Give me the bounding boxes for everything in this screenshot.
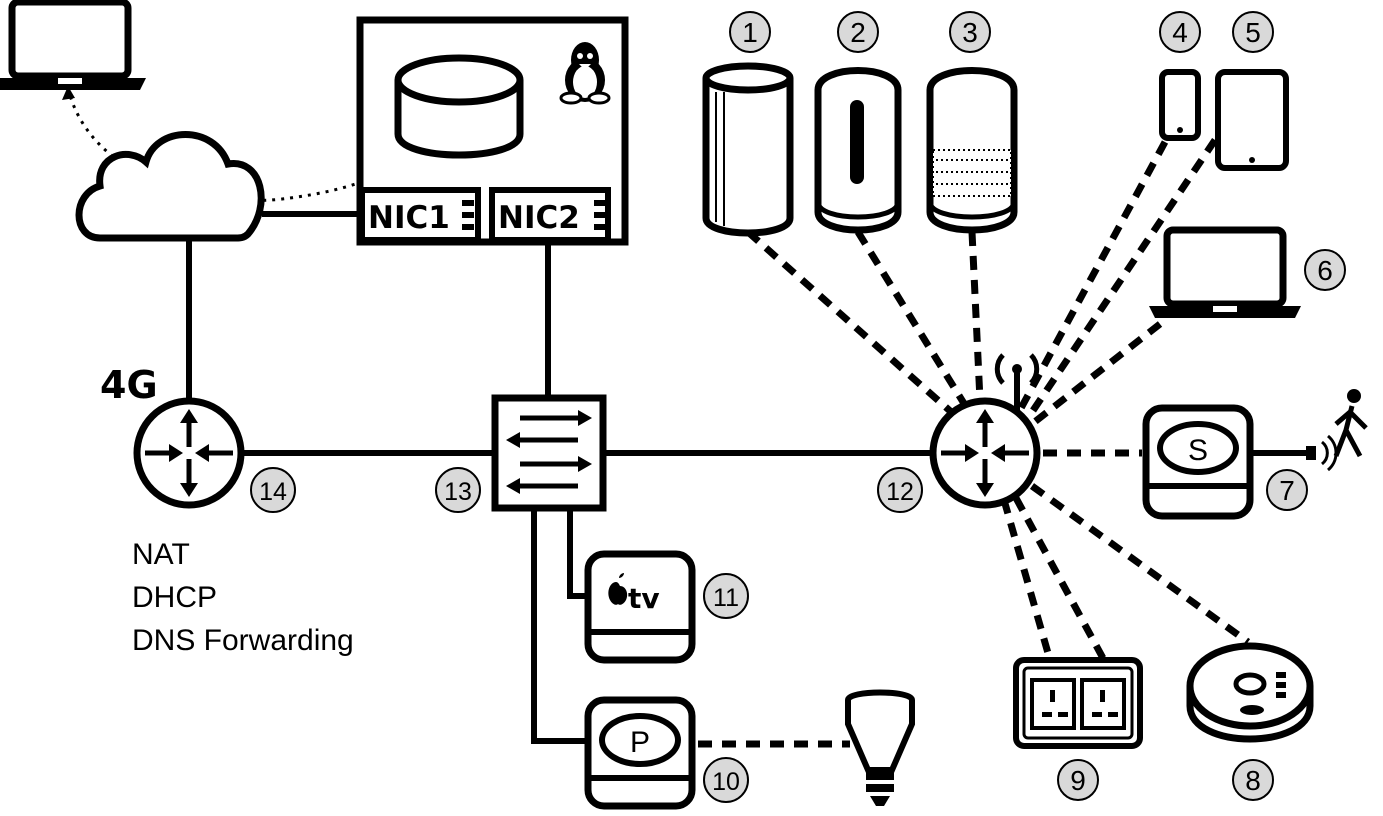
- smartphone-icon: [1159, 69, 1201, 141]
- apple-tv-icon: [584, 550, 696, 664]
- light-bulb-icon: [845, 689, 915, 806]
- marker-11: 11: [703, 573, 749, 619]
- marker-3: 3: [949, 11, 991, 53]
- svg-text:9: 9: [1070, 765, 1086, 796]
- marker-1: 1: [729, 11, 771, 53]
- remote-arrow-head: [62, 86, 75, 100]
- p-bridge-icon: [584, 696, 696, 810]
- tablet-icon: [1215, 69, 1289, 171]
- svg-text:6: 6: [1317, 255, 1333, 286]
- link-phone-4: [1016, 140, 1169, 412]
- svg-text:4: 4: [1172, 17, 1188, 48]
- nic1-label: NIC1: [368, 200, 450, 236]
- laptop-6-icon: [1149, 230, 1301, 318]
- router-4g-label: 4G: [100, 363, 158, 407]
- speaker-2-icon: [814, 67, 902, 234]
- linux-server: NIC1 NIC2: [356, 16, 629, 246]
- link-speaker-3: [968, 231, 984, 401]
- remote-laptop-icon: [0, 2, 146, 90]
- switch-icon: [491, 394, 607, 512]
- nic1-port: [359, 187, 481, 243]
- markers: 1 2 3 4 5 6 7 8 9 10 11 12 13 14: [250, 11, 1346, 803]
- svg-text:1: 1: [742, 17, 758, 48]
- wireless-router-icon: [933, 353, 1037, 505]
- robot-vacuum-icon: [1186, 642, 1314, 743]
- link-socket-9a: [1000, 499, 1054, 661]
- database-icon: [394, 54, 524, 159]
- smart-socket-icon: [1013, 657, 1143, 749]
- s-hub-icon: [1142, 404, 1254, 520]
- svg-text:14: 14: [259, 478, 287, 506]
- marker-14: 14: [250, 467, 296, 513]
- cloud-icon: [75, 131, 265, 242]
- marker-13: 13: [435, 467, 481, 513]
- service-nat: NAT: [132, 538, 190, 571]
- svg-text:8: 8: [1245, 765, 1261, 796]
- svg-text:12: 12: [886, 478, 914, 506]
- link-robot-8: [1029, 483, 1251, 645]
- link-speaker-1: [745, 229, 961, 421]
- marker-9: 9: [1057, 759, 1099, 801]
- svg-text:7: 7: [1279, 475, 1295, 506]
- svg-text:13: 13: [444, 478, 472, 506]
- svg-text:5: 5: [1245, 17, 1261, 48]
- linux-penguin-icon: [559, 42, 611, 105]
- wireless-links: [698, 138, 1251, 748]
- s-hub-label: S: [1188, 434, 1208, 467]
- motion-sensor-icon: [1306, 434, 1338, 472]
- switch-p-link: [531, 508, 588, 744]
- marker-4: 4: [1159, 11, 1201, 53]
- speaker-1-icon: [702, 62, 794, 237]
- apple-tv-label: tv: [628, 582, 660, 615]
- svg-text:2: 2: [850, 17, 866, 48]
- nic2-label: NIC2: [498, 200, 580, 236]
- svg-text:10: 10: [712, 768, 740, 796]
- router-4g-icon: [137, 401, 241, 505]
- marker-12: 12: [877, 467, 923, 513]
- switch-tv-link: [567, 508, 588, 599]
- link-speaker-2: [855, 230, 971, 412]
- marker-7: 7: [1266, 469, 1308, 511]
- svg-text:3: 3: [962, 17, 978, 48]
- marker-6: 6: [1304, 249, 1346, 291]
- svg-text:11: 11: [713, 584, 739, 612]
- nic2-port: [489, 187, 611, 243]
- service-dhcp: DHCP: [132, 581, 217, 614]
- link-tablet-5: [1025, 138, 1218, 420]
- marker-8: 8: [1232, 759, 1274, 801]
- marker-5: 5: [1232, 11, 1274, 53]
- speaker-3-icon: [926, 67, 1018, 234]
- link-socket-9b: [1012, 496, 1108, 662]
- marker-2: 2: [837, 11, 879, 53]
- apple-icon: [608, 573, 628, 605]
- marker-10: 10: [703, 757, 749, 803]
- service-dns-forwarding: DNS Forwarding: [132, 624, 354, 657]
- walking-person-icon: [1333, 389, 1368, 458]
- p-bridge-label: P: [630, 726, 650, 759]
- wired-links: [186, 211, 1308, 744]
- link-laptop-6: [1029, 321, 1163, 427]
